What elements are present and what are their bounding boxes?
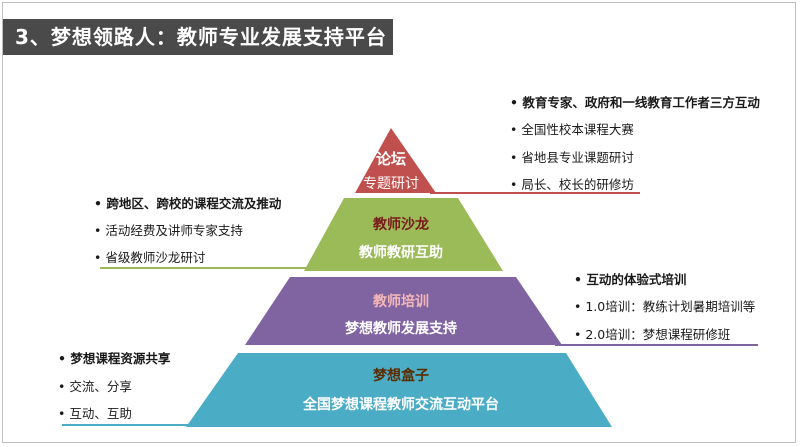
note-left-lower-1: • 梦想课程资源共享 <box>58 351 171 366</box>
slide-frame <box>2 2 796 443</box>
tier-2-subtitle: 教师教研互助 <box>359 245 443 261</box>
note-left-lower-2: • 交流、分享 <box>58 379 132 394</box>
tier-4-title: 梦想盒子 <box>373 368 429 384</box>
note-left-upper-3: • 省级教师沙龙研讨 <box>94 250 206 265</box>
pyramid-tier-3 <box>245 277 562 345</box>
note-left-lower-3: • 互动、互助 <box>58 406 132 421</box>
note-top-right-2: • 全国性校本课程大赛 <box>510 122 634 137</box>
pyramid-tier-1 <box>355 128 436 193</box>
note-right-lower-3: • 2.0培训：梦想课程研修班 <box>574 327 731 342</box>
note-left-upper-1: • 跨地区、跨校的课程交流及推动 <box>94 196 282 211</box>
tier-3-subtitle: 梦想教师发展支持 <box>345 321 457 337</box>
note-right-lower-2: • 1.0培训：教练计划暑期培训等 <box>574 299 756 314</box>
note-left-upper-2: • 活动经费及讲师专家支持 <box>94 223 243 238</box>
pyramid-tier-4 <box>186 353 612 427</box>
page-title: 3、梦想领路人：教师专业发展支持平台 <box>15 25 387 49</box>
note-top-right-1: • 教育专家、政府和一线教育工作者三方互动 <box>510 95 760 110</box>
note-top-right-4: • 局长、校长的研修坊 <box>510 177 634 192</box>
tier-1-title: 论坛 <box>375 150 406 168</box>
tier-4-subtitle: 全国梦想课程教师交流互动平台 <box>303 397 499 413</box>
note-right-lower-1: • 互动的体验式培训 <box>574 272 687 287</box>
title-bar: 3、梦想领路人：教师专业发展支持平台 <box>3 19 393 55</box>
tier-3-title: 教师培训 <box>373 294 429 310</box>
pyramid-tier-2 <box>304 198 503 271</box>
tier-2-title: 教师沙龙 <box>373 217 429 233</box>
tier-1-subtitle: 专题研讨 <box>363 176 419 192</box>
note-top-right-3: • 省地县专业课题研讨 <box>510 150 634 165</box>
